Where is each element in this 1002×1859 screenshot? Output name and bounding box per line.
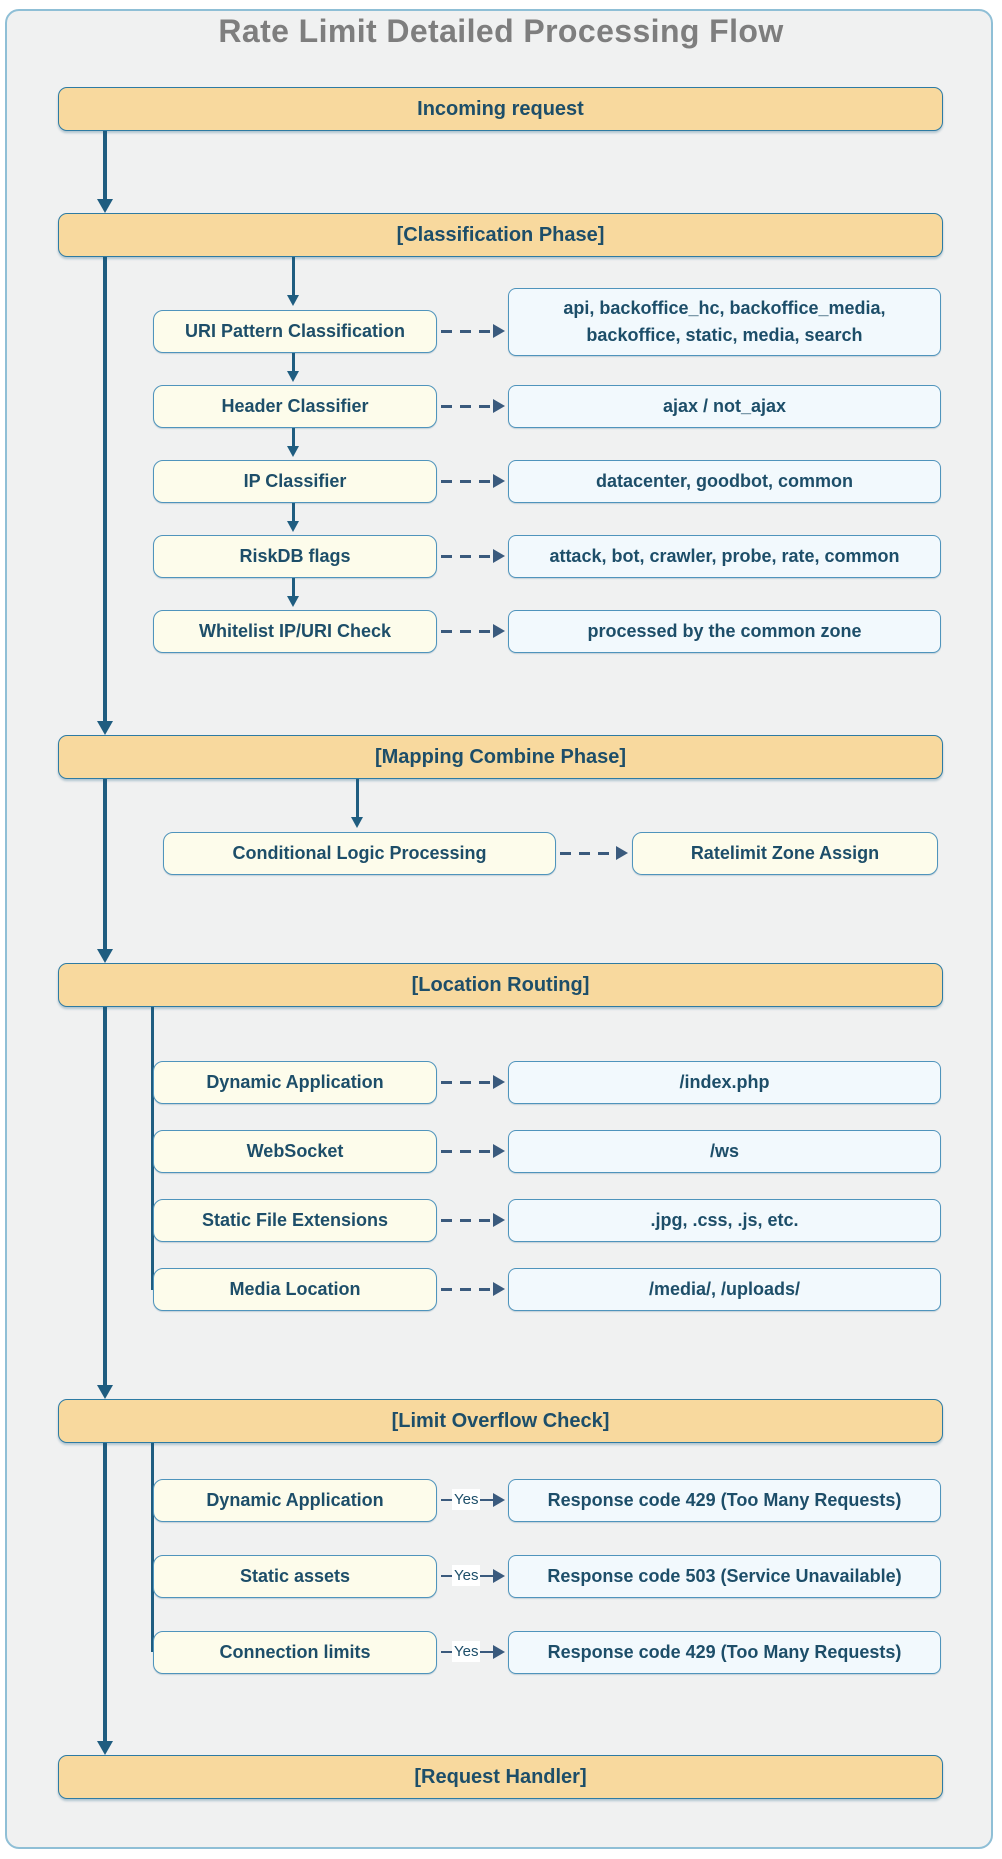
node-static-assets: Static assets (153, 1555, 437, 1598)
value-response-429-a: Response code 429 (Too Many Requests) (508, 1479, 941, 1522)
branch-line-location (151, 1007, 154, 1290)
arrow-down-icon (97, 1385, 113, 1399)
dashed-arrow (441, 1075, 505, 1089)
node-connection-limits: Connection limits (153, 1631, 437, 1674)
node-whitelist-check: Whitelist IP/URI Check (153, 610, 437, 653)
phase-bar-classification: [Classification Phase] (58, 213, 943, 257)
step-line (292, 503, 295, 521)
value-ip-classes: datacenter, goodbot, common (508, 460, 941, 503)
node-uri-pattern-classification: URI Pattern Classification (153, 310, 437, 353)
dashed-arrow (560, 846, 628, 860)
value-whitelist-result: processed by the common zone (508, 610, 941, 653)
node-dynamic-application: Dynamic Application (153, 1061, 437, 1104)
dashed-arrow (441, 624, 505, 638)
trunk-line-2 (103, 257, 107, 721)
node-websocket: WebSocket (153, 1130, 437, 1173)
trunk-line-5 (103, 1443, 107, 1741)
step-line (292, 353, 295, 371)
dashed-arrow (441, 1282, 505, 1296)
value-ws: /ws (508, 1130, 941, 1173)
value-response-503: Response code 503 (Service Unavailable) (508, 1555, 941, 1598)
dashed-arrow (441, 549, 505, 563)
value-header-classes: ajax / not_ajax (508, 385, 941, 428)
node-overflow-dynamic-application: Dynamic Application (153, 1479, 437, 1522)
trunk-line-1 (103, 129, 107, 199)
node-incoming-request: Incoming request (58, 87, 943, 131)
step-line (356, 779, 359, 817)
yes-arrow: Yes (441, 1565, 505, 1586)
arrow-down-icon (287, 596, 299, 607)
value-index-php: /index.php (508, 1061, 941, 1104)
node-ratelimit-zone-assign: Ratelimit Zone Assign (632, 832, 938, 875)
arrow-down-icon (287, 295, 299, 306)
arrow-down-icon (287, 521, 299, 532)
value-static-extensions: .jpg, .css, .js, etc. (508, 1199, 941, 1242)
arrow-down-icon (97, 1741, 113, 1755)
phase-bar-location-routing: [Location Routing] (58, 963, 943, 1007)
step-line (292, 257, 295, 295)
dashed-arrow (441, 324, 505, 338)
branch-line-overflow (151, 1443, 154, 1652)
node-riskdb-flags: RiskDB flags (153, 535, 437, 578)
node-request-handler: [Request Handler] (58, 1755, 943, 1799)
arrow-down-icon (287, 371, 299, 382)
arrow-down-icon (97, 721, 113, 735)
trunk-line-3 (103, 779, 107, 949)
node-header-classifier: Header Classifier (153, 385, 437, 428)
phase-bar-limit-overflow: [Limit Overflow Check] (58, 1399, 943, 1443)
value-uri-patterns: api, backoffice_hc, backoffice_media, ba… (508, 288, 941, 356)
dashed-arrow (441, 474, 505, 488)
phase-bar-mapping-combine: [Mapping Combine Phase] (58, 735, 943, 779)
yes-arrow: Yes (441, 1489, 505, 1510)
value-response-429-b: Response code 429 (Too Many Requests) (508, 1631, 941, 1674)
yes-arrow: Yes (441, 1641, 505, 1662)
trunk-line-4 (103, 1007, 107, 1385)
value-riskdb-flags: attack, bot, crawler, probe, rate, commo… (508, 535, 941, 578)
yes-label: Yes (452, 1565, 481, 1586)
arrow-down-icon (287, 446, 299, 457)
arrow-down-icon (351, 817, 363, 828)
dashed-arrow (441, 399, 505, 413)
arrow-down-icon (97, 949, 113, 963)
node-media-location: Media Location (153, 1268, 437, 1311)
node-static-file-extensions: Static File Extensions (153, 1199, 437, 1242)
value-media-paths: /media/, /uploads/ (508, 1268, 941, 1311)
dashed-arrow (441, 1144, 505, 1158)
step-line (292, 428, 295, 446)
arrow-down-icon (97, 199, 113, 213)
diagram-title: Rate Limit Detailed Processing Flow (218, 13, 784, 49)
yes-label: Yes (452, 1641, 481, 1662)
node-ip-classifier: IP Classifier (153, 460, 437, 503)
dashed-arrow (441, 1213, 505, 1227)
step-line (292, 578, 295, 596)
yes-label: Yes (452, 1489, 481, 1510)
node-conditional-logic: Conditional Logic Processing (163, 832, 556, 875)
